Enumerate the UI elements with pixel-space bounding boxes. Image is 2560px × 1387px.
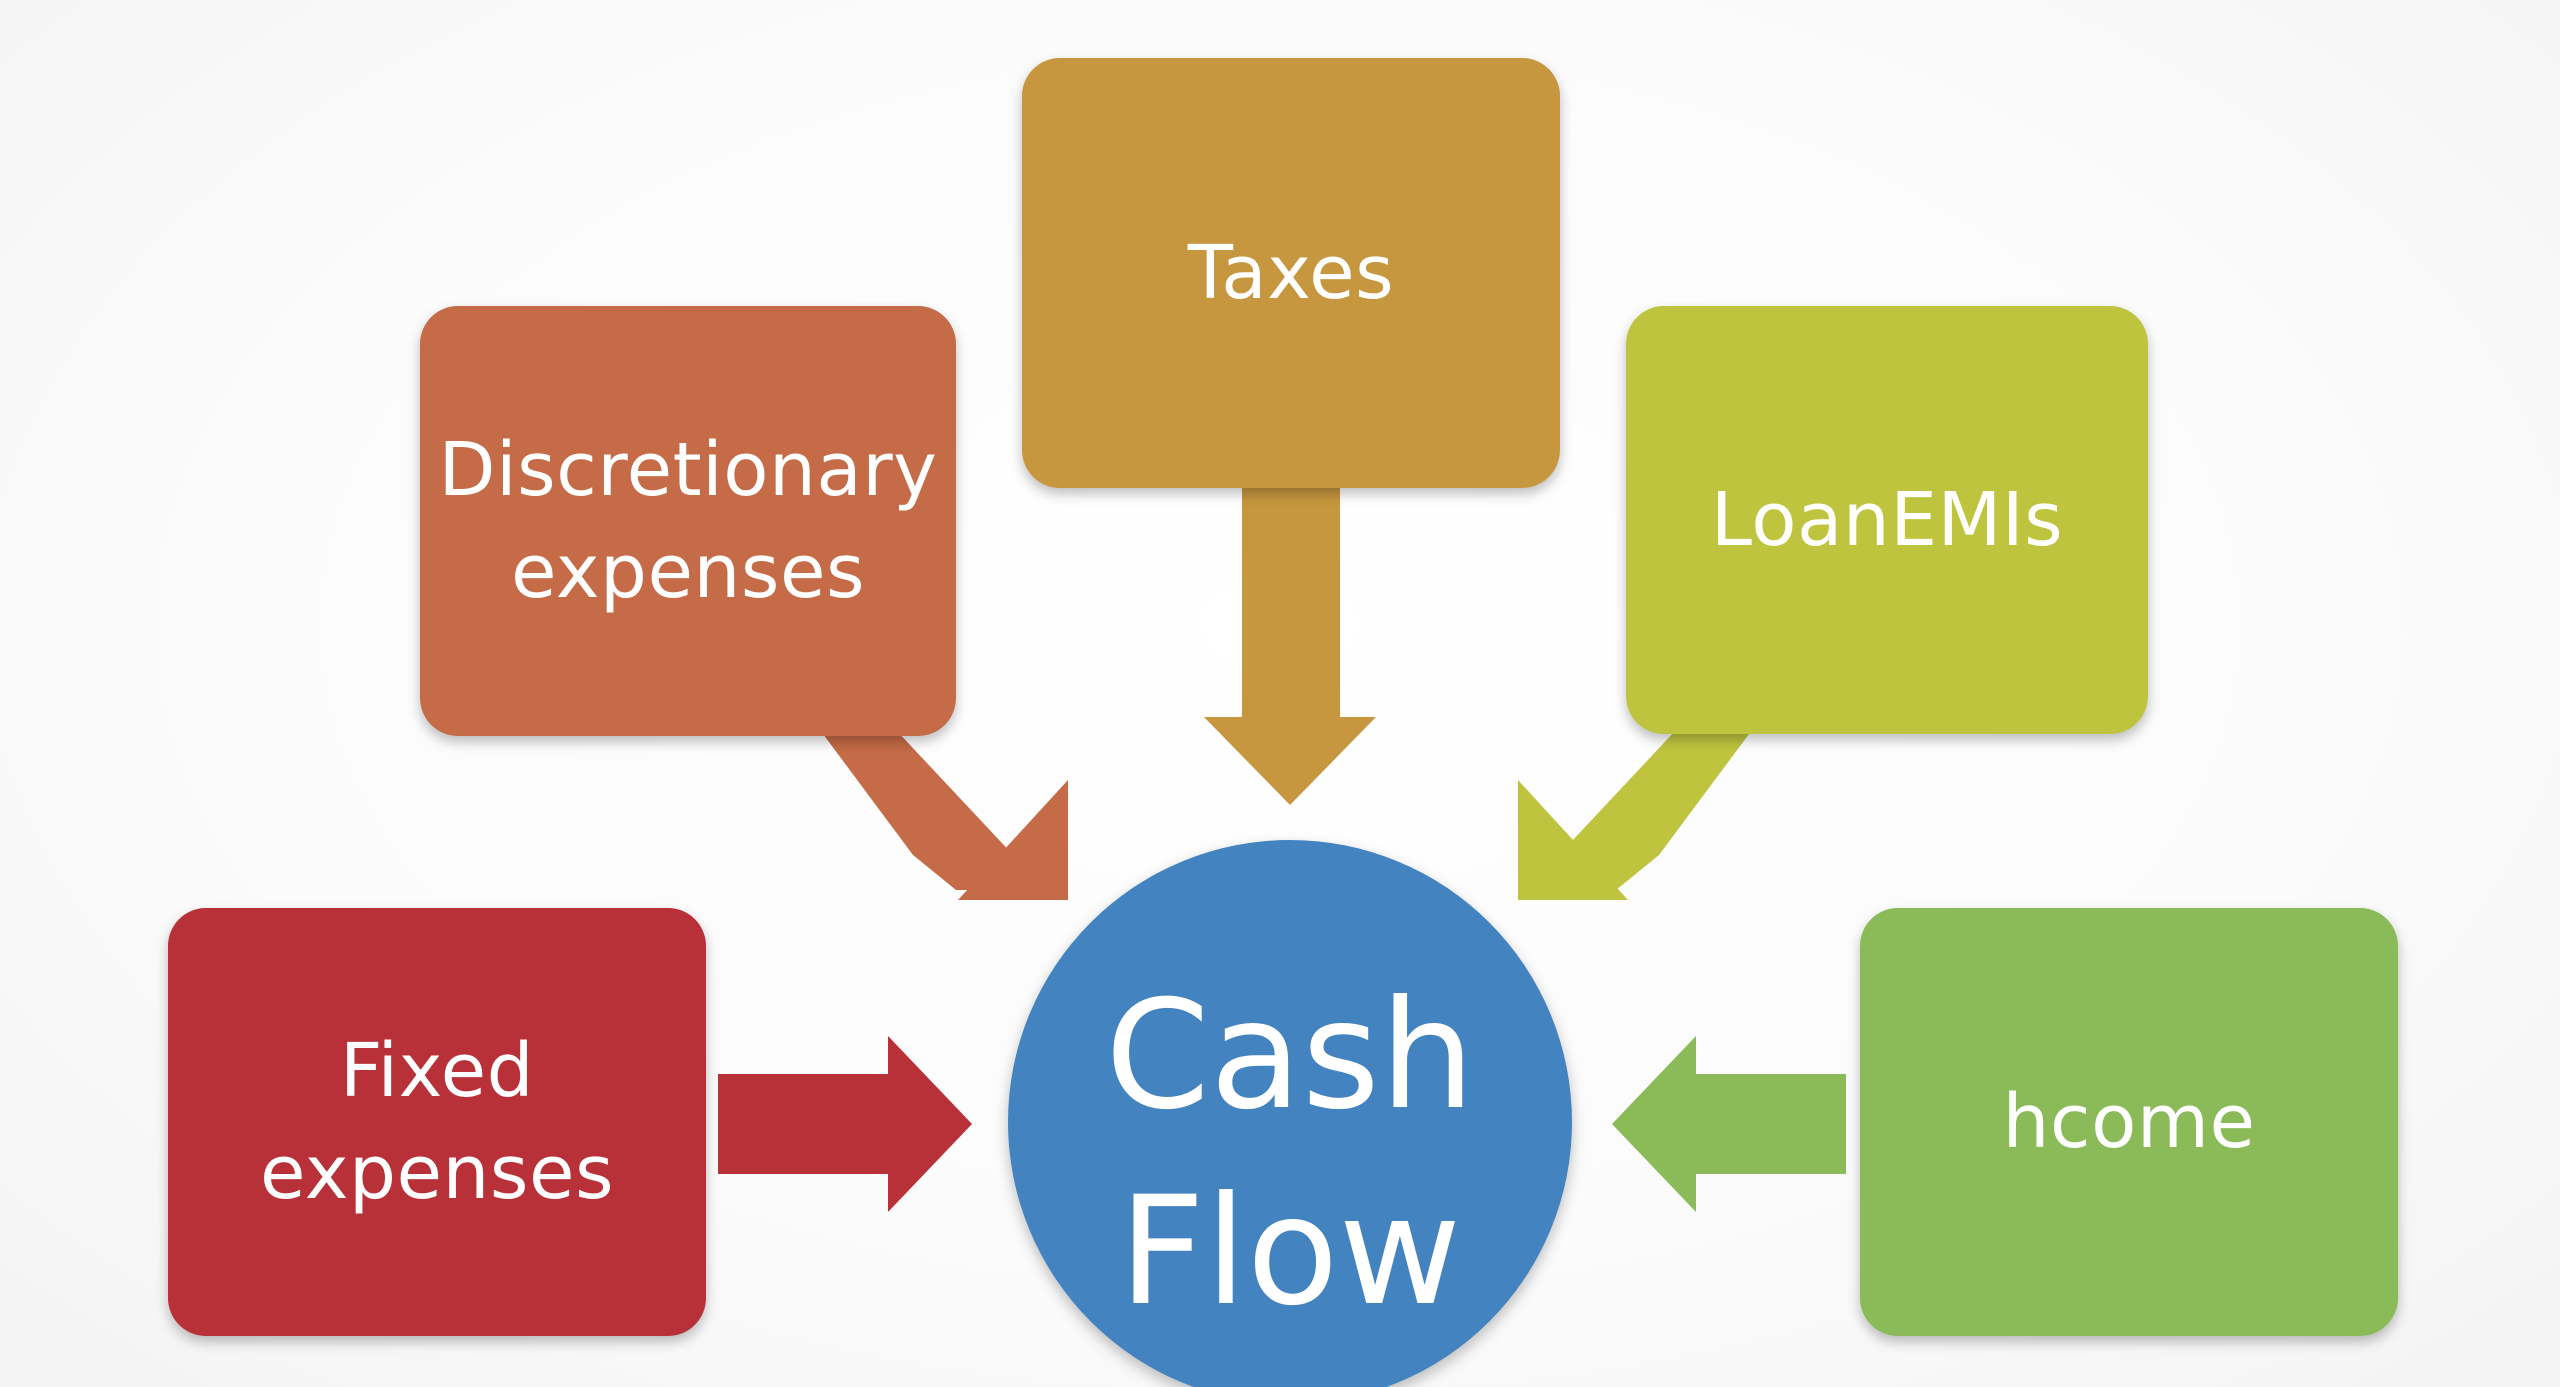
arrow-taxes-shape <box>1204 480 1376 805</box>
node-discretionary-line2: expenses <box>510 529 866 615</box>
arrow-income-shape <box>1612 1036 1846 1212</box>
arrow-discretionary-shape <box>820 730 1046 890</box>
node-income: hcome <box>1860 908 2398 1336</box>
arrow-fixed-shape <box>718 1036 972 1212</box>
arrow-loan-emis-to-cash-flow <box>1518 730 1752 900</box>
arrow-loan-emis-shape <box>1526 730 1752 890</box>
node-fixed-line2: expenses <box>259 1130 615 1216</box>
arrow-discretionary-to-cash-flow <box>820 730 1068 900</box>
hub-line1: Cash <box>1105 969 1475 1143</box>
node-fixed-line1: Fixed <box>339 1028 535 1114</box>
node-loan-emis: LoanEMIs <box>1626 306 2148 734</box>
node-taxes: Taxes <box>1022 58 1560 488</box>
node-income-label: hcome <box>2002 1079 2256 1165</box>
node-discretionary-expenses: Discretionary expenses <box>420 306 956 736</box>
node-taxes-label: Taxes <box>1187 230 1395 316</box>
cash-flow-hub: Cash Flow <box>1008 840 1572 1387</box>
arrow-fixed-to-cash-flow <box>718 1036 972 1212</box>
arrow-income-to-cash-flow <box>1612 1036 1846 1212</box>
node-fixed-expenses: Fixed expenses <box>168 908 706 1336</box>
hub-line2: Flow <box>1118 1165 1462 1339</box>
node-discretionary-line1: Discretionary <box>438 427 938 513</box>
arrow-taxes-to-cash-flow <box>1204 480 1376 805</box>
node-loan-emis-label: LoanEMIs <box>1710 477 2064 563</box>
